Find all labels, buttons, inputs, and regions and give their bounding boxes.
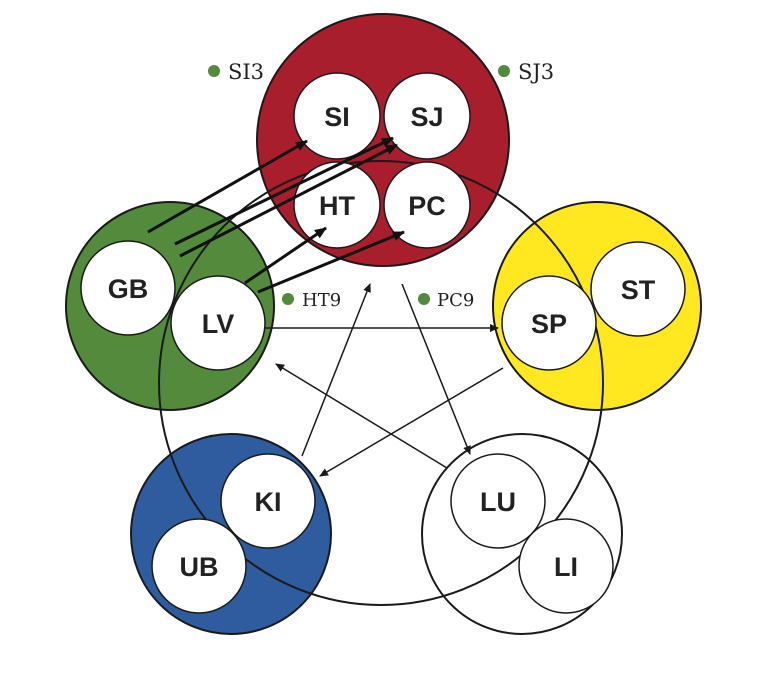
organ-circle-sj [383,72,471,160]
bold-arrow-gb-to-sj [174,136,394,246]
point-dot-sj3 [498,65,510,77]
organ-circle-li [518,518,614,614]
organ-circle-lu [450,453,546,549]
point-label-ht9: HT9 [302,290,341,311]
organ-label-ki: KI [255,487,282,517]
point-label-pc9: PC9 [437,290,474,311]
organ-circle-sp [501,275,597,371]
organ-circle-pc [383,161,471,249]
fire-element-circle [256,13,510,267]
point-label-si3: SI3 [228,60,264,84]
organ-label-lv: LV [202,309,235,339]
bold-arrow-lv-to-pc [257,230,405,294]
organ-label-li: LI [554,552,578,582]
organ-circle-ki [220,453,316,549]
organ-circle-ub [151,518,247,614]
organ-label-sp: SP [531,309,567,339]
organ-circle-si [293,72,381,160]
arrow-ht-to-lu [401,283,471,455]
organ-label-st: ST [621,275,656,305]
organ-circle-gb [80,240,176,336]
organ-circle-ht [293,161,381,249]
organ-label-si: SI [324,102,350,132]
point-dot-pc9 [418,293,430,305]
organ-label-gb: GB [108,274,149,304]
point-dot-ht9 [282,293,294,305]
generating-cycle-ring [158,160,604,606]
point-dot-si3 [208,65,220,77]
bold-arrow-gb-to-si [147,139,308,234]
organ-label-lu: LU [480,487,516,517]
organ-label-ub: UB [180,552,219,582]
organ-circle-st [590,241,686,337]
bold-arrow-gb-to-sj-2 [179,143,398,258]
bold-arrow-lv-to-ht [244,226,327,285]
arrow-sp-to-ki [319,367,504,477]
organ-label-pc: PC [408,191,446,221]
organ-label-sj: SJ [410,102,443,132]
organ-circle-lv [170,275,266,371]
arrow-ki-to-ht [301,283,371,457]
point-label-sj3: SJ3 [518,60,554,84]
organ-label-ht: HT [319,191,355,221]
arrow-lu-to-lv [275,363,448,469]
